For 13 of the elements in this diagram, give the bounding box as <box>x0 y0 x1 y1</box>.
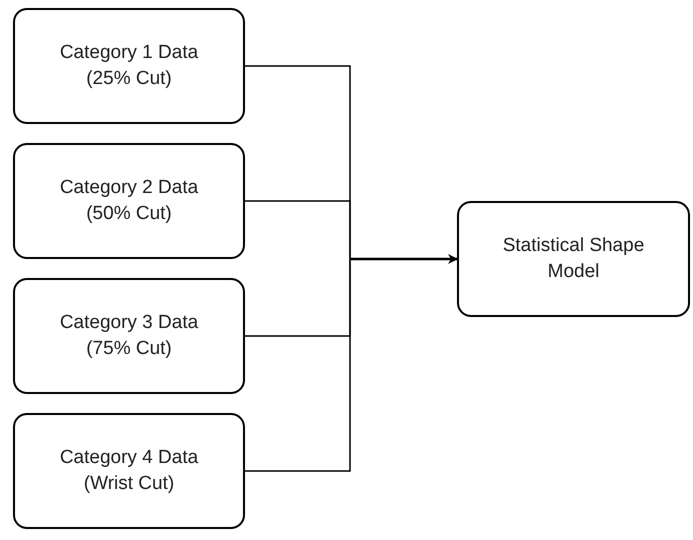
connector-line <box>245 200 351 259</box>
process-box <box>13 143 245 259</box>
node-label: Category 1 Data (25% Cut) <box>58 41 200 91</box>
node-label: Category 4 Data (Wrist Cut) <box>58 446 200 496</box>
arrow <box>350 254 458 264</box>
process-box <box>13 278 245 394</box>
node-label: Statistical Shape Model <box>502 234 646 284</box>
connector-line <box>245 259 351 472</box>
process-box <box>13 8 245 124</box>
process-box <box>457 201 690 317</box>
process-box <box>13 413 245 529</box>
node-label: Category 2 Data (50% Cut) <box>58 176 200 226</box>
node-label: Category 3 Data (75% Cut) <box>58 311 200 361</box>
